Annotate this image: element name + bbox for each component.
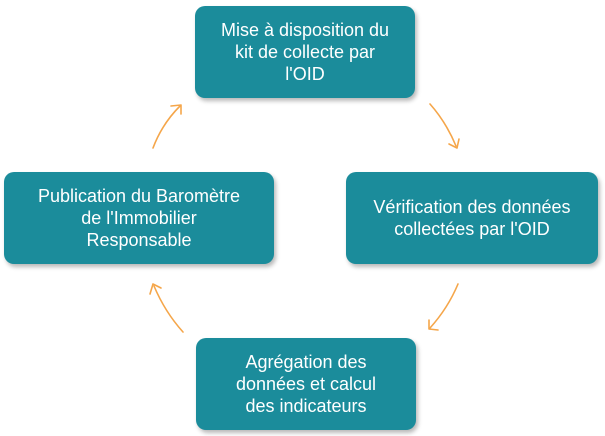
arrow-top-to-right [429,103,460,149]
step-top-box: Mise à disposition du kit de collecte pa… [195,6,415,98]
step-right-label: Vérification des données collectées par … [373,197,571,239]
step-left-label: Publication du Baromètre de l'Immobilier… [37,186,241,250]
step-top-label: Mise à disposition du kit de collecte pa… [220,20,390,84]
arrow-left-to-top [152,104,182,149]
arrow-right-to-bottom [428,283,459,331]
step-left-box: Publication du Baromètre de l'Immobilier… [4,172,274,264]
step-right-box: Vérification des données collectées par … [346,172,598,264]
arrow-bottom-to-left [149,283,184,333]
step-bottom-label: Agrégation des données et calcul des ind… [235,352,377,416]
step-bottom-box: Agrégation des données et calcul des ind… [196,338,416,430]
